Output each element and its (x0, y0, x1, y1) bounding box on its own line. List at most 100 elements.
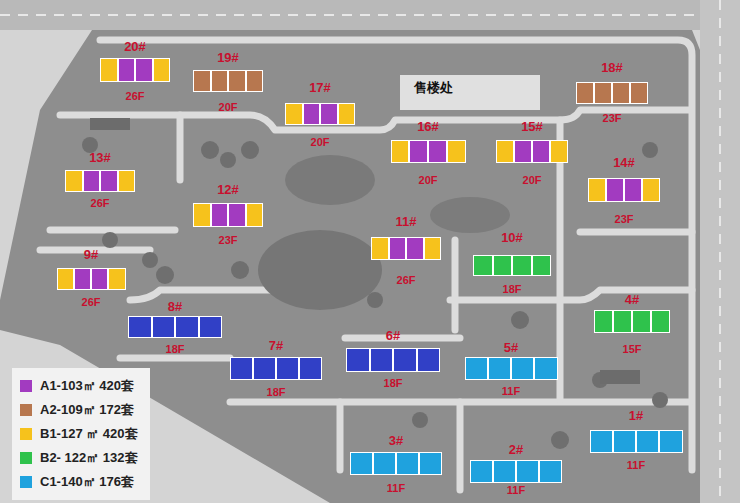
building-block: 12#23F (193, 182, 263, 247)
housing-unit (135, 58, 153, 82)
unit-strip (496, 140, 568, 163)
housing-unit (447, 140, 466, 163)
housing-unit (512, 255, 532, 276)
housing-unit (406, 237, 424, 260)
unit-strip (346, 348, 440, 372)
housing-unit (128, 316, 152, 338)
building-number: 3# (389, 433, 403, 449)
unit-strip (350, 452, 442, 475)
housing-unit (228, 70, 246, 92)
housing-unit (100, 170, 118, 192)
building-number: 20# (124, 39, 146, 55)
unit-strip (65, 170, 135, 192)
floor-count: 20F (523, 173, 542, 187)
building-number: 5# (504, 340, 518, 356)
housing-unit (65, 170, 83, 192)
building-number: 10# (501, 230, 523, 246)
building-block: 9#26F (57, 247, 126, 309)
housing-unit (473, 255, 493, 276)
housing-unit (303, 103, 321, 125)
housing-unit (511, 357, 534, 380)
legend-item: A1-103㎡ 420套 (20, 374, 138, 398)
housing-unit (594, 310, 613, 333)
floor-count: 18F (267, 385, 286, 399)
housing-unit (428, 140, 447, 163)
building-number: 15# (521, 119, 543, 135)
floor-count: 11F (387, 481, 405, 495)
legend-text: C1-140㎡ 176套 (40, 473, 134, 491)
housing-unit (424, 237, 442, 260)
housing-unit (100, 58, 118, 82)
building-number: 1# (629, 408, 643, 424)
floor-count: 20F (219, 100, 238, 114)
housing-unit (391, 140, 410, 163)
legend-swatch (20, 404, 32, 416)
housing-unit (613, 310, 632, 333)
unit-strip (470, 460, 562, 483)
housing-unit (389, 237, 407, 260)
floor-count: 26F (82, 295, 101, 309)
legend-text: B2- 122㎡ 132套 (40, 449, 138, 467)
unit-strip (193, 203, 263, 227)
housing-unit (419, 452, 442, 475)
housing-unit (285, 103, 303, 125)
housing-unit (624, 178, 642, 202)
housing-unit (393, 348, 417, 372)
building-number: 2# (509, 442, 523, 458)
housing-unit (211, 203, 229, 227)
legend: A1-103㎡ 420套A2-109㎡ 172套B1-127 ㎡ 420套B2-… (12, 368, 150, 500)
legend-item: A2-109㎡ 172套 (20, 398, 138, 422)
building-block: 16#20F (391, 119, 466, 187)
housing-unit (493, 460, 516, 483)
housing-unit (659, 430, 682, 453)
legend-text: A1-103㎡ 420套 (40, 377, 134, 395)
building-block: 10#18F (473, 230, 551, 296)
housing-unit (118, 170, 136, 192)
unit-strip (465, 357, 558, 380)
building-block: 6#18F (346, 328, 440, 390)
housing-unit (228, 203, 246, 227)
building-block: 19#20F (193, 50, 263, 114)
floor-count: 20F (311, 135, 330, 149)
unit-strip (371, 237, 441, 260)
housing-unit (470, 460, 493, 483)
unit-strip (594, 310, 670, 333)
building-block: 11#26F (371, 214, 441, 287)
building-block: 14#23F (588, 155, 660, 226)
legend-text: A2-109㎡ 172套 (40, 401, 134, 419)
housing-unit (576, 82, 594, 104)
legend-swatch (20, 380, 32, 392)
housing-unit (199, 316, 223, 338)
housing-unit (320, 103, 338, 125)
housing-unit (396, 452, 419, 475)
floor-count: 11F (627, 458, 645, 472)
floor-count: 11F (507, 483, 525, 497)
housing-unit (253, 357, 276, 380)
legend-item: C1-140㎡ 176套 (20, 470, 138, 494)
building-number: 18# (601, 60, 623, 76)
housing-unit (606, 178, 624, 202)
building-number: 8# (168, 299, 182, 315)
building-number: 6# (386, 328, 400, 344)
floor-count: 26F (91, 196, 110, 210)
housing-unit (57, 268, 74, 290)
place-label: 售楼处 (414, 79, 453, 97)
housing-unit (153, 58, 171, 82)
housing-unit (493, 255, 513, 276)
legend-swatch (20, 452, 32, 464)
housing-unit (651, 310, 670, 333)
building-block: 3# 11F (350, 433, 442, 495)
floor-count: 18F (166, 342, 185, 356)
floor-count: 11F (502, 384, 520, 398)
building-block: 18#23F (576, 60, 648, 125)
legend-item: B2- 122㎡ 132套 (20, 446, 138, 470)
building-block: 13#26F (65, 150, 135, 210)
building-number: 12# (217, 182, 239, 198)
building-block: 15# 20F (496, 119, 568, 187)
housing-unit (193, 203, 211, 227)
housing-unit (211, 70, 229, 92)
floor-count: 26F (397, 273, 416, 287)
housing-unit (516, 460, 539, 483)
housing-unit (230, 357, 253, 380)
